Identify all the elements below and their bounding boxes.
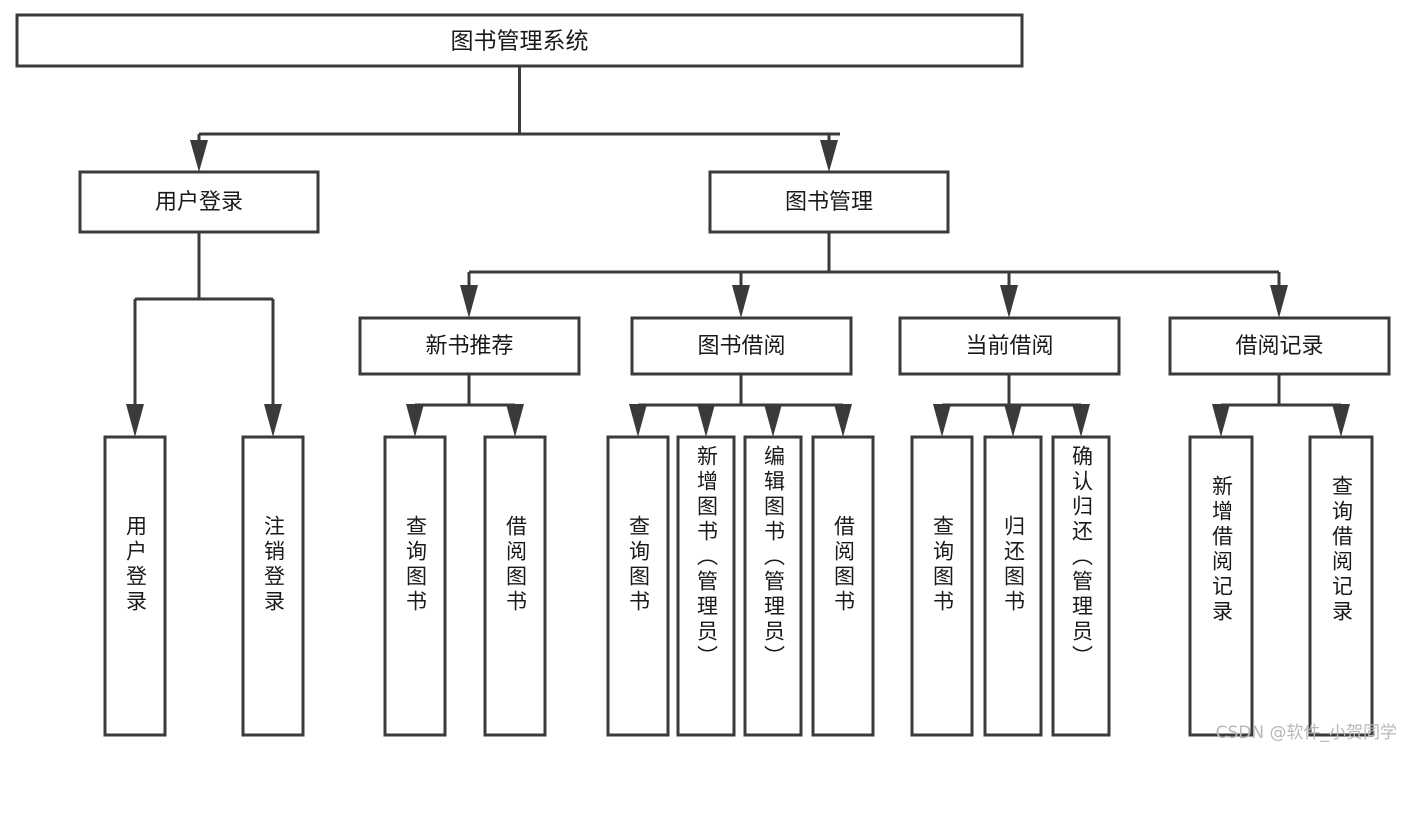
arrow-to-current-borrow bbox=[1000, 285, 1018, 318]
arrow-to-book-manage bbox=[820, 140, 838, 172]
node-new-book-recommend-box[interactable] bbox=[358, 316, 581, 376]
connector-group-borrow-record bbox=[1212, 374, 1350, 437]
node-root-box[interactable] bbox=[15, 13, 1024, 68]
node-root[interactable]: 图书管理系统 bbox=[15, 13, 1024, 68]
node-borrow-record[interactable]: 借阅记录 bbox=[1168, 316, 1391, 376]
node-book-manage-box[interactable] bbox=[708, 170, 950, 234]
leaf-box-query-book-2[interactable] bbox=[606, 435, 670, 737]
diagram-svg: 图书管理系统 用户登录 图书管理 新书推荐 图书借阅 当前借阅 借阅记录 bbox=[15, 13, 1391, 737]
leaf-box-confirm-return-admin[interactable] bbox=[1051, 435, 1111, 737]
leaf-box-logout[interactable] bbox=[241, 435, 305, 737]
arrow-to-book-borrow bbox=[732, 285, 750, 318]
node-current-borrow-label: 当前借阅 bbox=[965, 334, 1053, 359]
connector-group-book-manage bbox=[460, 232, 1288, 318]
leaf-box-add-borrow-record[interactable] bbox=[1188, 435, 1254, 737]
flowchart-canvas: 图书管理系统 用户登录 图书管理 新书推荐 图书借阅 当前借阅 借阅记录 bbox=[15, 13, 1397, 743]
arrow-cb-leaf-1 bbox=[933, 404, 951, 437]
node-user-login-label: 用户登录 bbox=[155, 190, 243, 215]
arrow-to-new-book-rec bbox=[460, 285, 478, 318]
arrow-bb-leaf-3 bbox=[764, 404, 782, 437]
arrow-to-user-login bbox=[190, 140, 208, 172]
arrow-bb-leaf-1 bbox=[629, 404, 647, 437]
arrow-br-leaf-1 bbox=[1212, 404, 1230, 437]
leaf-box-query-borrow-record[interactable] bbox=[1308, 435, 1374, 737]
connector-group-user-login bbox=[126, 232, 282, 437]
node-user-login-box[interactable] bbox=[78, 170, 320, 234]
arrow-bb-leaf-2 bbox=[697, 404, 715, 437]
arrow-to-leaf-user-login bbox=[126, 404, 144, 437]
node-root-label: 图书管理系统 bbox=[451, 29, 589, 55]
connector-group-current-borrow bbox=[933, 374, 1090, 437]
node-book-borrow-label: 图书借阅 bbox=[697, 334, 785, 359]
arrow-nbr-leaf-2 bbox=[506, 404, 524, 437]
leaf-box-edit-book-admin[interactable] bbox=[743, 435, 803, 737]
node-user-login[interactable]: 用户登录 bbox=[78, 170, 320, 234]
node-book-manage-label: 图书管理 bbox=[785, 190, 873, 215]
node-book-borrow-box[interactable] bbox=[630, 316, 853, 376]
arrow-cb-leaf-2 bbox=[1004, 404, 1022, 437]
node-book-borrow[interactable]: 图书借阅 bbox=[630, 316, 853, 376]
leaf-box-return-book[interactable] bbox=[983, 435, 1043, 737]
leaf-box-query-book-1[interactable] bbox=[383, 435, 447, 737]
arrow-to-leaf-logout bbox=[264, 404, 282, 437]
node-current-borrow[interactable]: 当前借阅 bbox=[898, 316, 1121, 376]
node-borrow-record-label: 借阅记录 bbox=[1235, 334, 1323, 359]
node-new-book-recommend[interactable]: 新书推荐 bbox=[358, 316, 581, 376]
connector-group-new-book-rec bbox=[406, 374, 524, 437]
arrow-bb-leaf-4 bbox=[834, 404, 852, 437]
leaf-box-user-login[interactable] bbox=[103, 435, 167, 737]
node-new-book-recommend-label: 新书推荐 bbox=[425, 334, 513, 359]
arrow-to-borrow-record bbox=[1270, 285, 1288, 318]
connector-group-root bbox=[190, 66, 840, 172]
leaf-box-add-book-admin[interactable] bbox=[676, 435, 736, 737]
connector-group-book-borrow bbox=[629, 374, 852, 437]
node-current-borrow-box[interactable] bbox=[898, 316, 1121, 376]
leaf-box-query-book-3[interactable] bbox=[910, 435, 974, 737]
arrow-br-leaf-2 bbox=[1332, 404, 1350, 437]
node-borrow-record-box[interactable] bbox=[1168, 316, 1391, 376]
arrow-cb-leaf-3 bbox=[1072, 404, 1090, 437]
leaf-box-borrow-book-2[interactable] bbox=[811, 435, 875, 737]
leaf-box-borrow-book-1[interactable] bbox=[483, 435, 547, 737]
node-book-manage[interactable]: 图书管理 bbox=[708, 170, 950, 234]
arrow-nbr-leaf-1 bbox=[406, 404, 424, 437]
